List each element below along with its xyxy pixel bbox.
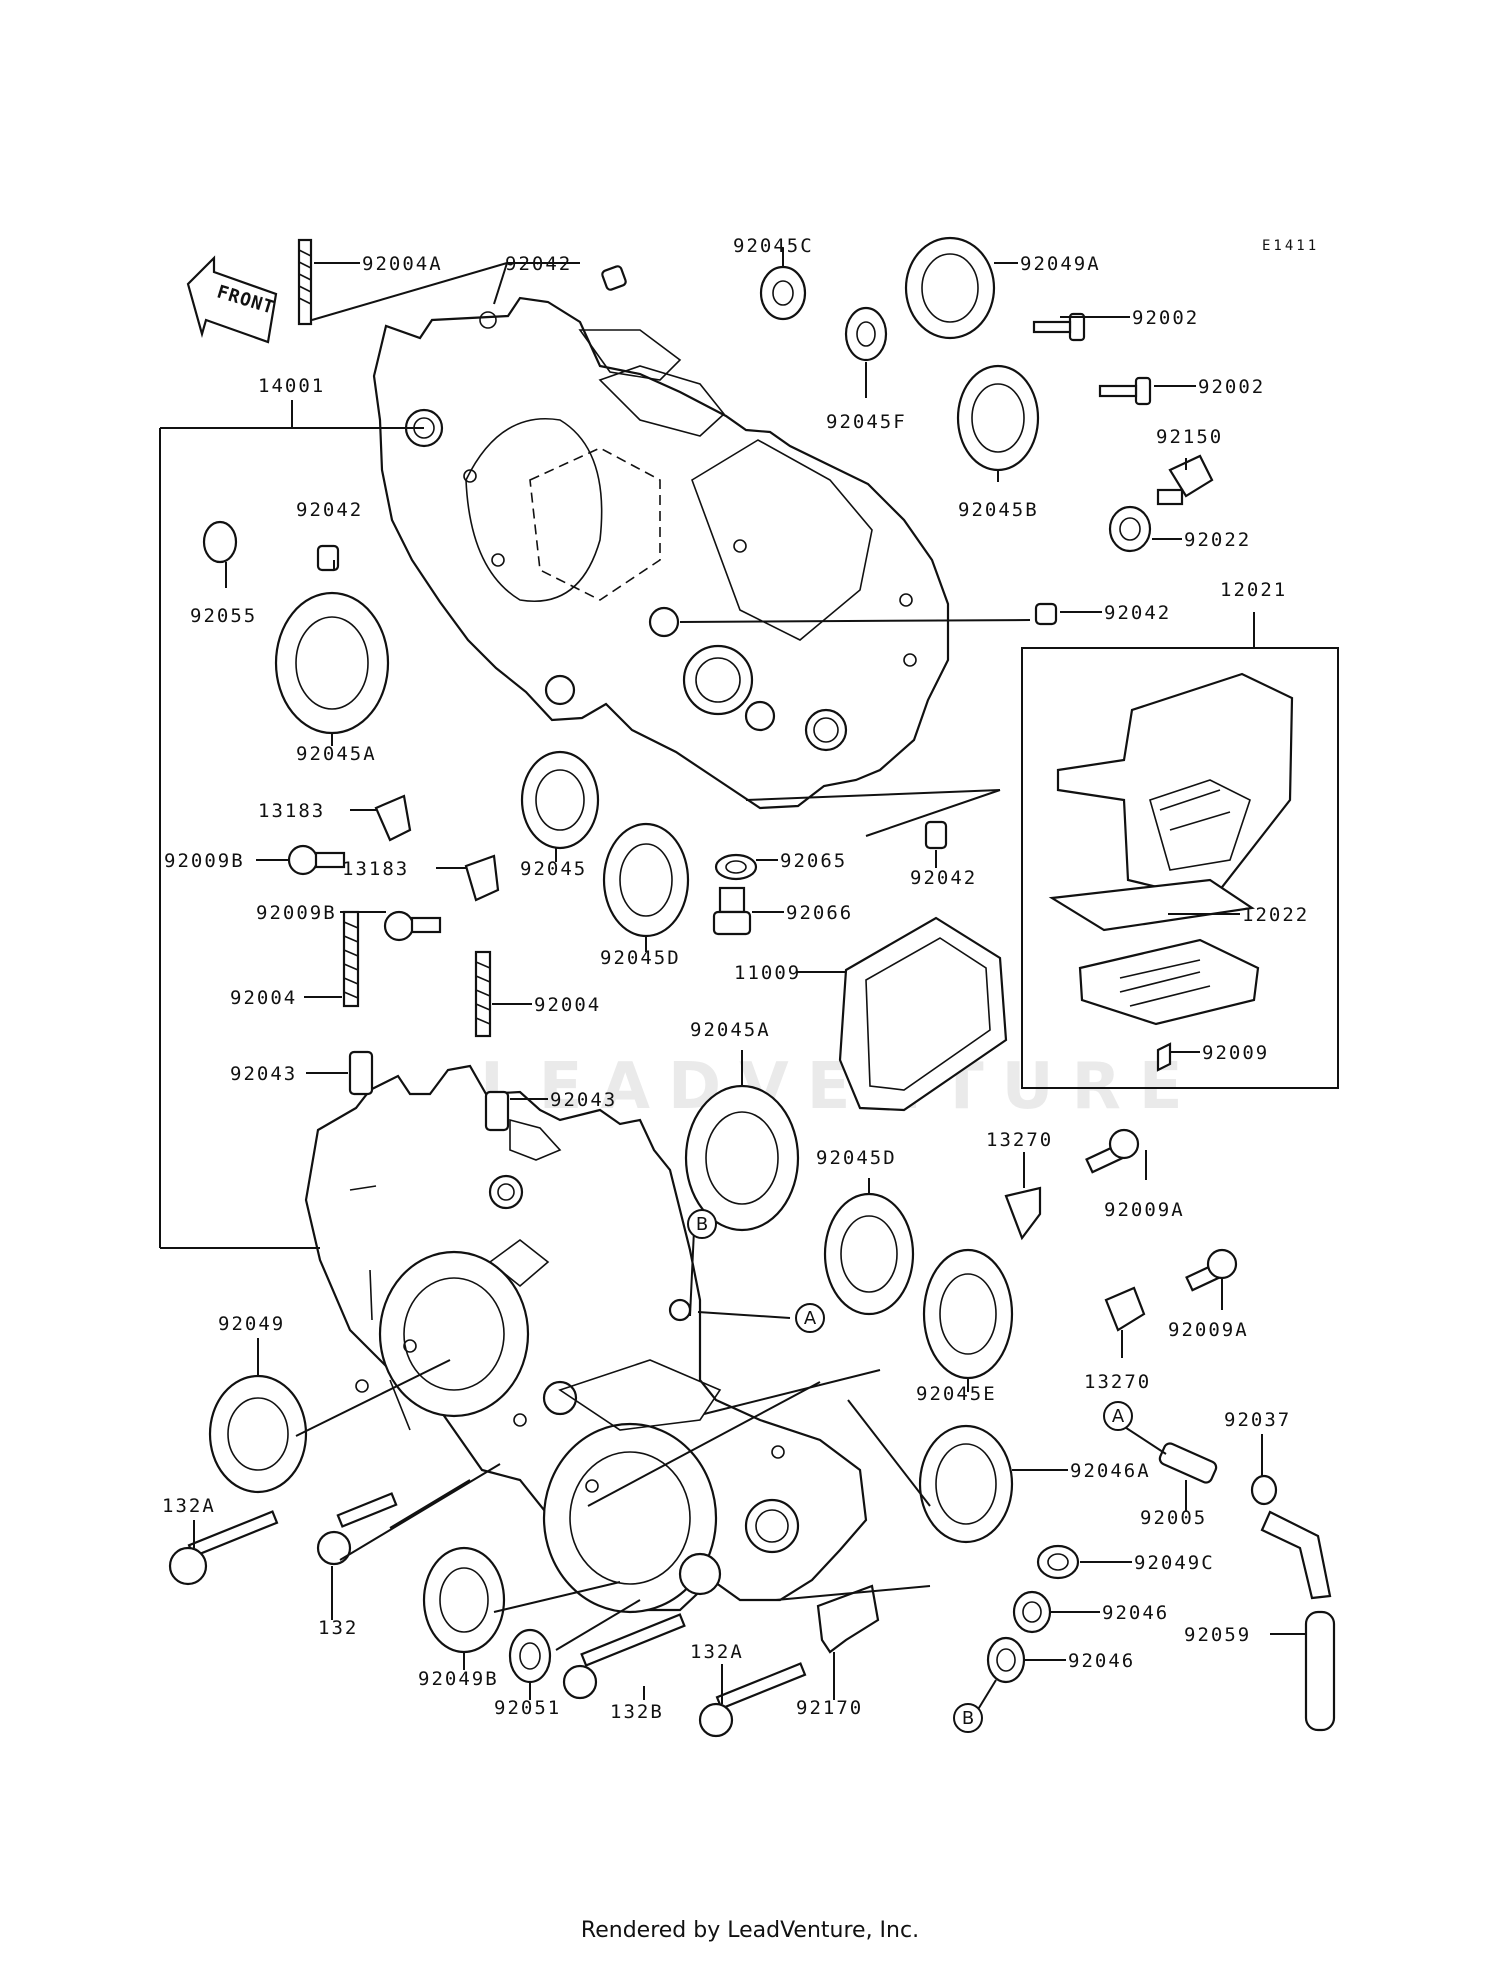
part-label: 13270 xyxy=(986,1129,1053,1151)
callout-b-bottom: B xyxy=(953,1703,983,1733)
footer-credit: Rendered by LeadVenture, Inc. xyxy=(580,1918,920,1943)
lower-crankcase-half xyxy=(304,1064,868,1614)
part-label: 132A xyxy=(162,1495,216,1517)
part-label: 92055 xyxy=(190,605,257,627)
part-label: 92043 xyxy=(550,1089,617,1111)
part-label: 11009 xyxy=(734,962,801,984)
part-label: 92004 xyxy=(230,987,297,1009)
part-label: 132 xyxy=(318,1617,358,1639)
part-label: 13183 xyxy=(342,858,409,880)
part-label: 92051 xyxy=(494,1697,561,1719)
diagram-code: E1411 xyxy=(1262,238,1319,254)
part-labels: 92004A 92042 92045C 92049A 92002 92002 1… xyxy=(162,235,1309,1723)
callout-b-top: B xyxy=(687,1209,717,1239)
part-label: 92004A xyxy=(362,253,443,275)
gasket-11009 xyxy=(838,916,1008,1112)
part-label: 92049A xyxy=(1020,253,1101,275)
part-label: 92045A xyxy=(296,743,377,765)
part-label: 92037 xyxy=(1224,1409,1291,1431)
svg-text:A: A xyxy=(804,1308,817,1329)
part-label: 92043 xyxy=(230,1063,297,1085)
part-label: 92005 xyxy=(1140,1507,1207,1529)
part-label: 92009A xyxy=(1168,1319,1249,1341)
part-label: 92049B xyxy=(418,1668,499,1690)
part-label: 92042 xyxy=(505,253,572,275)
part-label: 92150 xyxy=(1156,426,1223,448)
svg-text:B: B xyxy=(962,1708,974,1729)
part-label: 92046A xyxy=(1070,1460,1151,1482)
part-label: 92009A xyxy=(1104,1199,1185,1221)
part-label: 92009B xyxy=(164,850,245,872)
part-label: 92045 xyxy=(520,858,587,880)
part-label: 92009 xyxy=(1202,1042,1269,1064)
part-label: 92049 xyxy=(218,1313,285,1335)
bearings-and-seals xyxy=(202,236,1278,1684)
part-label: 92046 xyxy=(1102,1602,1169,1624)
part-label: 92049C xyxy=(1134,1552,1215,1574)
reed-valve-assembly-box xyxy=(1021,647,1339,1089)
svg-text:B: B xyxy=(696,1214,708,1235)
part-label: 92046 xyxy=(1068,1650,1135,1672)
callout-a-mid: A xyxy=(795,1303,825,1333)
part-label: 92042 xyxy=(1104,602,1171,624)
part-label: 132A xyxy=(690,1641,744,1663)
part-label: 92045B xyxy=(958,499,1039,521)
part-label: 12021 xyxy=(1220,579,1287,601)
part-label: 14001 xyxy=(258,375,325,397)
part-label: 132B xyxy=(610,1701,664,1723)
part-label: 92059 xyxy=(1184,1624,1251,1646)
part-label: 92042 xyxy=(910,867,977,889)
part-label: 92045F xyxy=(826,411,907,433)
part-label: 92065 xyxy=(780,850,847,872)
part-label: 13183 xyxy=(258,800,325,822)
svg-text:A: A xyxy=(1112,1406,1125,1427)
part-label: 92170 xyxy=(796,1697,863,1719)
part-label: 12022 xyxy=(1242,904,1309,926)
part-label: 92045D xyxy=(816,1147,897,1169)
part-label: 92004 xyxy=(534,994,601,1016)
part-label: 92002 xyxy=(1198,376,1265,398)
part-label: 92045C xyxy=(733,235,814,257)
part-label: 92022 xyxy=(1184,529,1251,551)
upper-crankcase-half xyxy=(372,296,950,810)
part-label: 13270 xyxy=(1084,1371,1151,1393)
reed-valve-parts xyxy=(1048,672,1294,1072)
callout-a-right: A xyxy=(1103,1401,1133,1431)
part-label: 92045A xyxy=(690,1019,771,1041)
part-label: 92009B xyxy=(256,902,337,924)
part-label: 92045E xyxy=(916,1383,997,1405)
part-label: 92045D xyxy=(600,947,681,969)
front-arrow-icon: FRONT xyxy=(186,255,278,344)
part-label: 92066 xyxy=(786,902,853,924)
part-label: 92042 xyxy=(296,499,363,521)
fasteners xyxy=(168,238,1336,1738)
part-label: 92002 xyxy=(1132,307,1199,329)
